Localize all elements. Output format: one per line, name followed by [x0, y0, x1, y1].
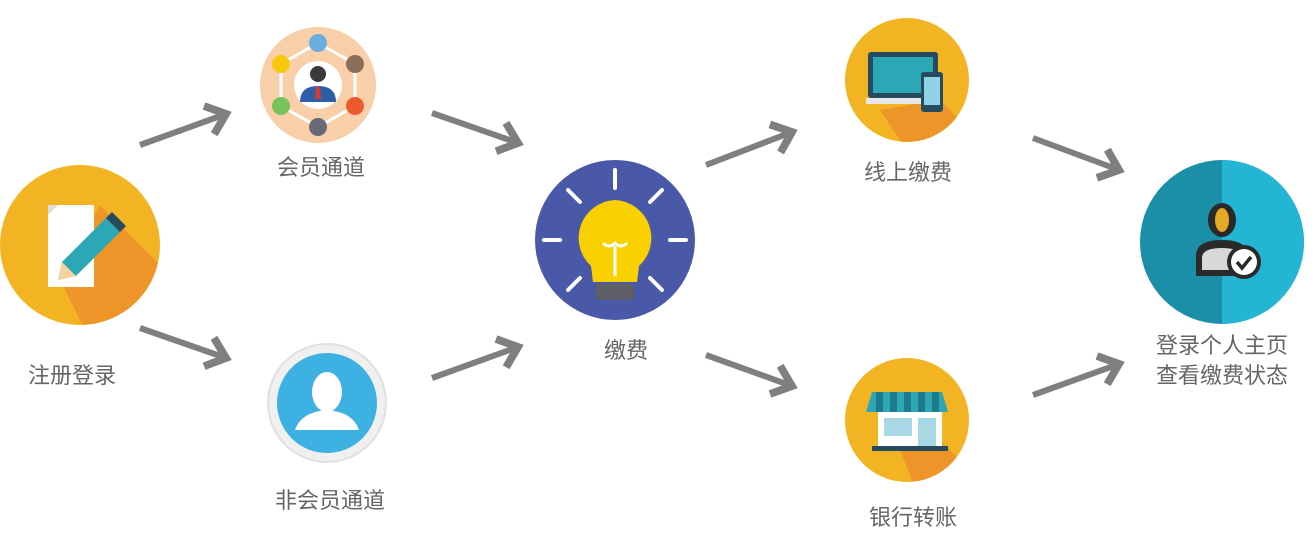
member-network-icon: [260, 27, 376, 143]
node-label-member: 会员通道: [276, 156, 366, 181]
arrow-register-nonmember: [139, 325, 232, 370]
user-check-icon: [1140, 160, 1304, 324]
node-label-status-line2: 查看缴费状态: [1155, 364, 1289, 389]
arrow-register-member: [138, 102, 232, 148]
storefront-icon: [845, 358, 969, 482]
arrow-member-payment: [431, 110, 524, 155]
node-label-status-line1: 登录个人主页: [1155, 334, 1289, 359]
arrow-nonmember-payment: [430, 335, 524, 381]
node-label-bank: 银行转账: [868, 506, 958, 531]
node-label-online: 线上缴费: [863, 161, 953, 186]
devices-icon: [845, 18, 969, 142]
edit-document-icon: [0, 165, 160, 325]
arrow-payment-online: [704, 120, 798, 168]
arrow-payment-bank: [704, 352, 798, 398]
arrow-online-status: [1031, 135, 1125, 182]
arrows: [138, 102, 1125, 398]
user-icon: [267, 343, 387, 463]
node-label-nonmember: 非会员通道: [274, 489, 386, 514]
node-label-payment: 缴费: [603, 339, 649, 364]
node-label-register: 注册登录: [27, 364, 117, 389]
arrow-bank-status: [1031, 352, 1125, 398]
lightbulb-icon: [535, 160, 695, 320]
